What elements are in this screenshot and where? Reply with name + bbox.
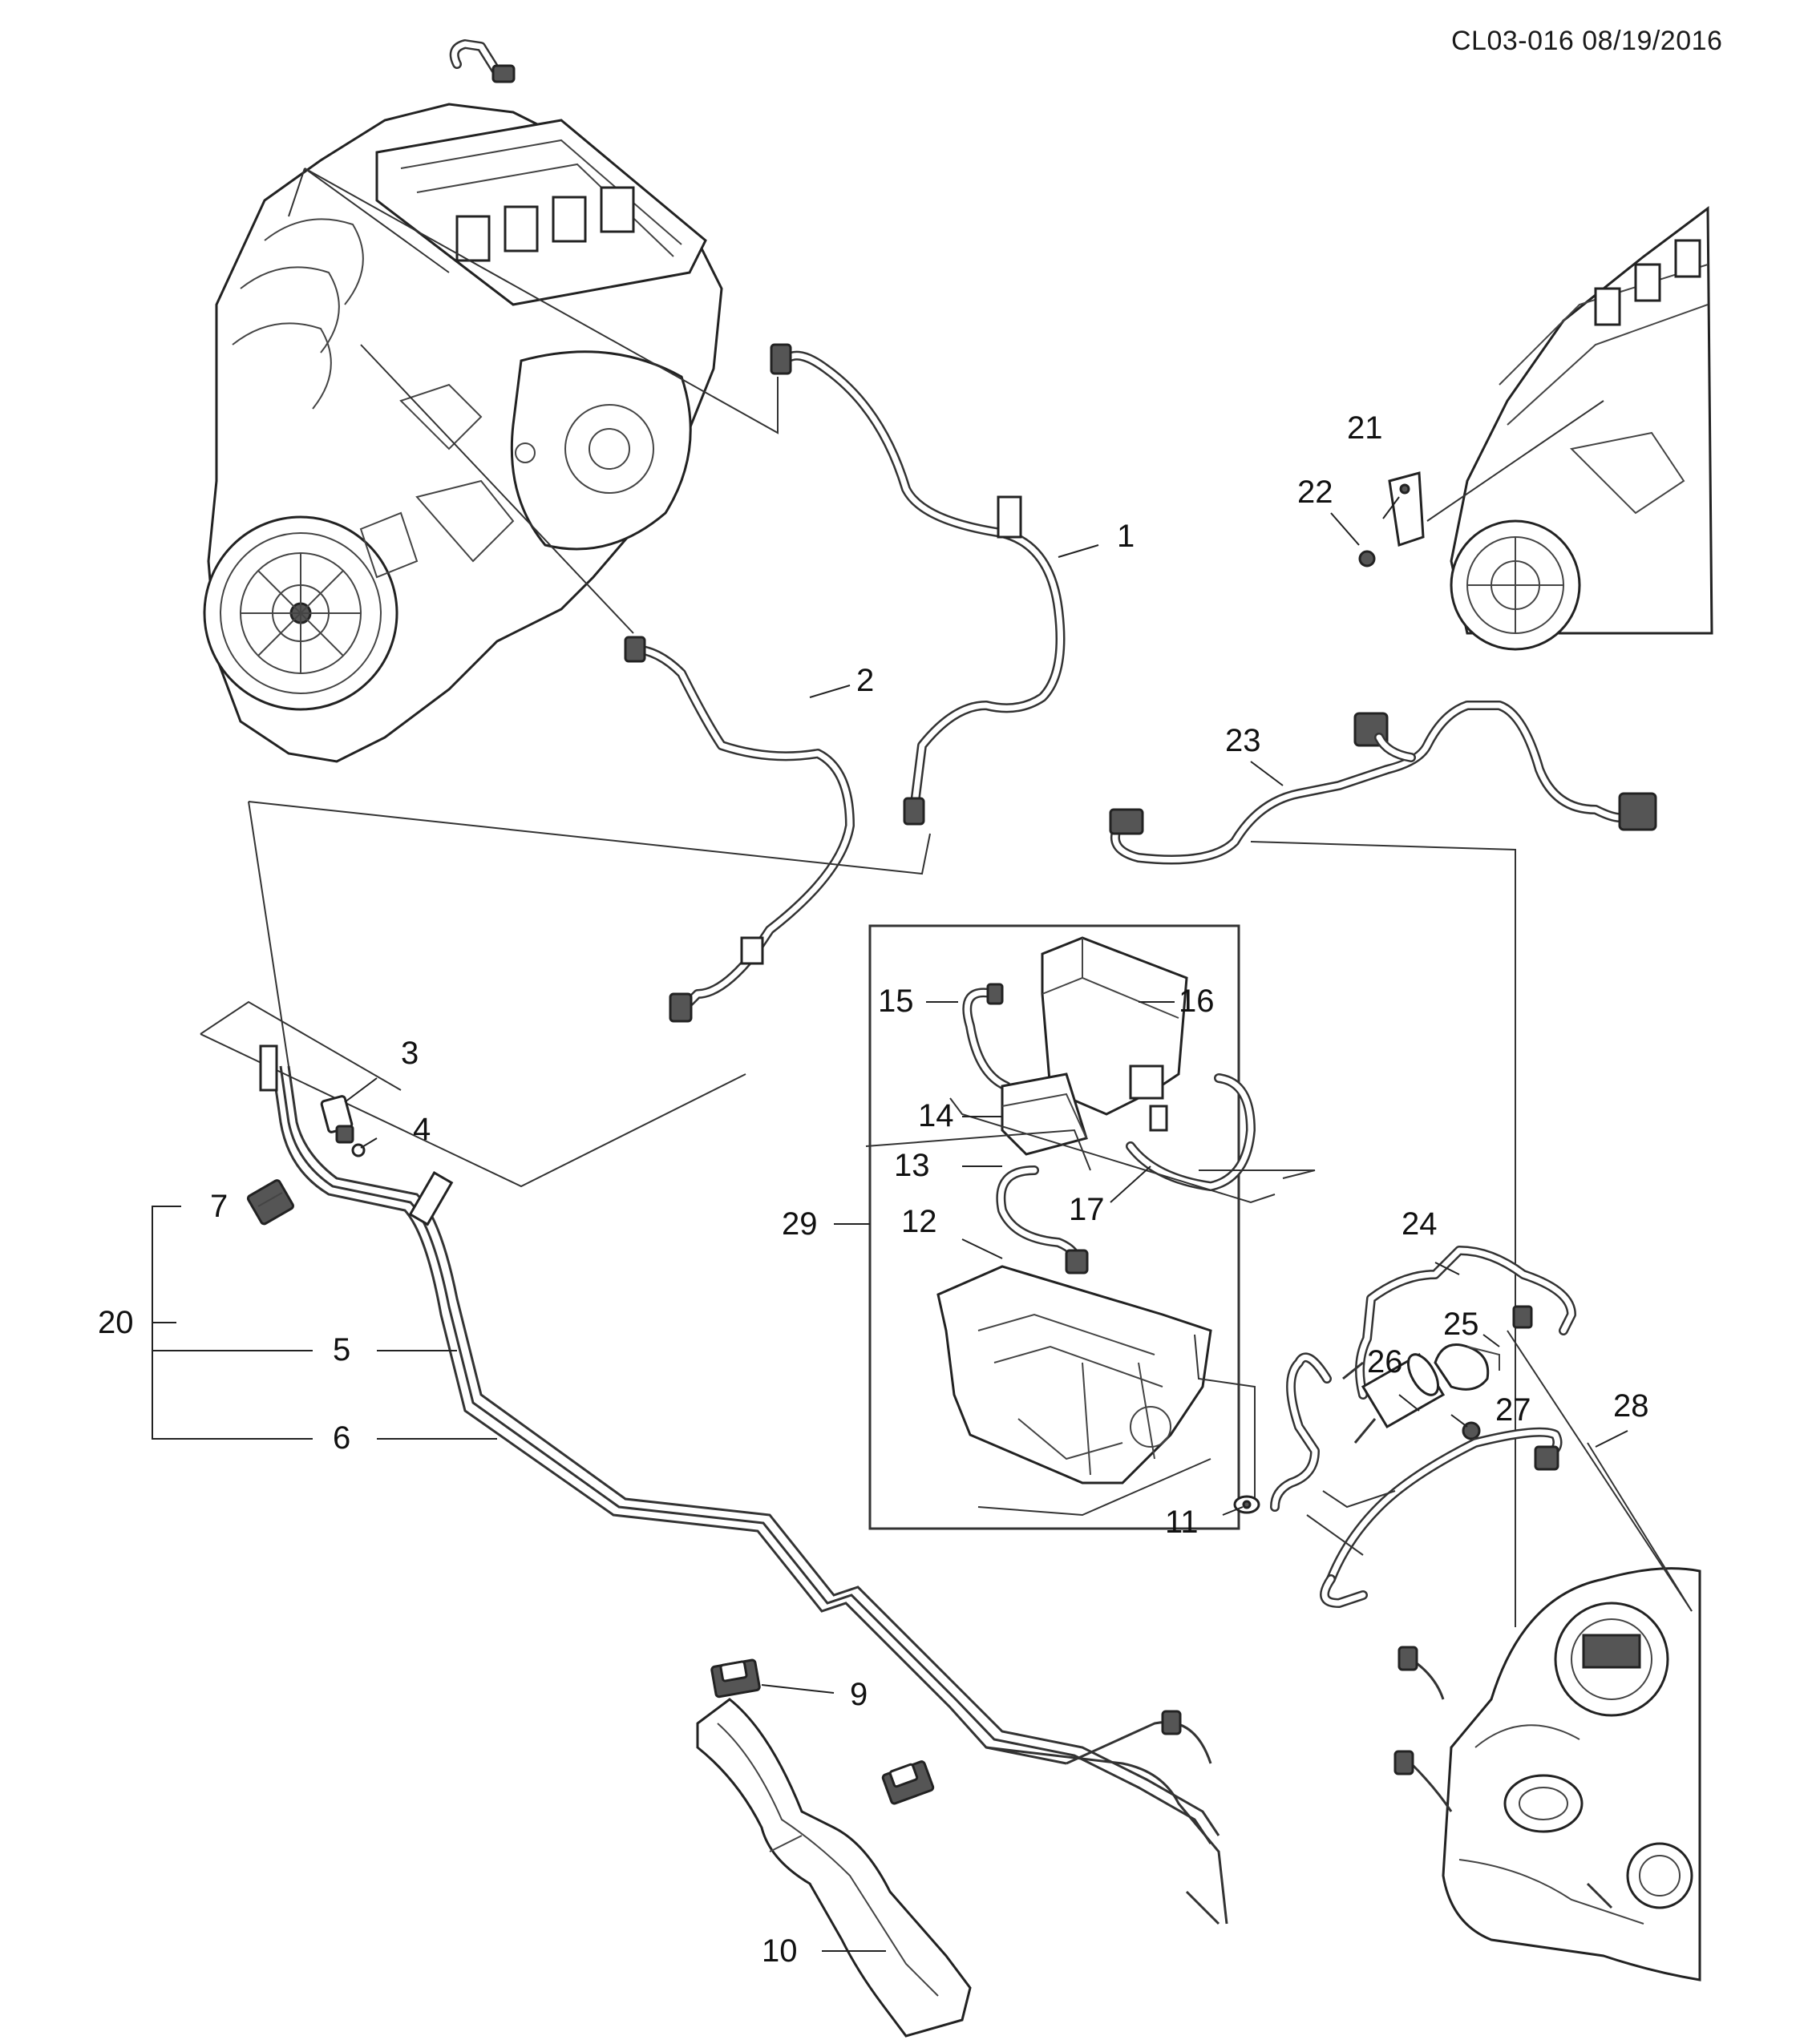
fuel-pipe-1 [770, 343, 1066, 826]
fuel-tank-assembly-illustration [1393, 1567, 1701, 1981]
callout-10: 10 [762, 1933, 798, 1969]
callout-16: 16 [1179, 984, 1215, 1019]
callout-9: 9 [850, 1677, 868, 1712]
part-9-clips [710, 1658, 935, 1805]
callout-12: 12 [901, 1204, 937, 1239]
part-26-fuel-filter [1342, 1352, 1446, 1444]
engine-assembly-inset-illustration [1426, 206, 1713, 651]
callout-15: 15 [878, 984, 914, 1019]
callout-11: 11 [1165, 1505, 1199, 1540]
callout-17: 17 [1069, 1192, 1105, 1227]
callout-27: 27 [1495, 1392, 1531, 1428]
part-21-bracket [1388, 471, 1425, 547]
callout-22: 22 [1297, 475, 1333, 510]
callout-14: 14 [918, 1098, 954, 1133]
part-3-connector [320, 1095, 354, 1144]
callout-28: 28 [1613, 1388, 1649, 1424]
callout-leaders [152, 496, 1628, 1952]
callout-26: 26 [1367, 1344, 1403, 1379]
callout-20: 20 [98, 1305, 134, 1340]
callout-29: 29 [782, 1206, 818, 1242]
part-10-heat-shield [696, 1698, 972, 2038]
callout-23: 23 [1225, 723, 1261, 758]
callout-25: 25 [1443, 1307, 1479, 1342]
part-24-hose [1355, 1246, 1576, 1400]
callout-2: 2 [856, 663, 874, 698]
fuel-pipe-bundle [259, 1044, 1228, 1925]
callout-labels: 1 2 3 4 7 20 5 6 9 10 11 12 13 14 15 16 … [98, 410, 1649, 1969]
part-28-hose [1270, 1352, 1563, 1608]
part-25-clamp [1434, 1343, 1500, 1391]
callout-1: 1 [1117, 519, 1135, 554]
callout-5: 5 [333, 1332, 350, 1367]
part-22-bolt [1358, 550, 1376, 568]
document-code: CL03-016 08/19/2016 [1451, 26, 1723, 56]
engine-assembly-illustration [203, 39, 723, 763]
part-23-hose [1109, 701, 1657, 865]
callout-7: 7 [210, 1189, 228, 1224]
callout-4: 4 [413, 1112, 431, 1147]
callout-6: 6 [333, 1420, 350, 1456]
fuel-pipe-2 [624, 636, 855, 1023]
callout-21: 21 [1347, 410, 1383, 446]
callout-24: 24 [1402, 1206, 1438, 1242]
callout-3: 3 [401, 1036, 419, 1071]
evap-canister-assembly [868, 924, 1316, 1530]
part-11-washer [1233, 1495, 1260, 1514]
part-7-clip [246, 1179, 294, 1226]
callout-13: 13 [894, 1148, 930, 1183]
